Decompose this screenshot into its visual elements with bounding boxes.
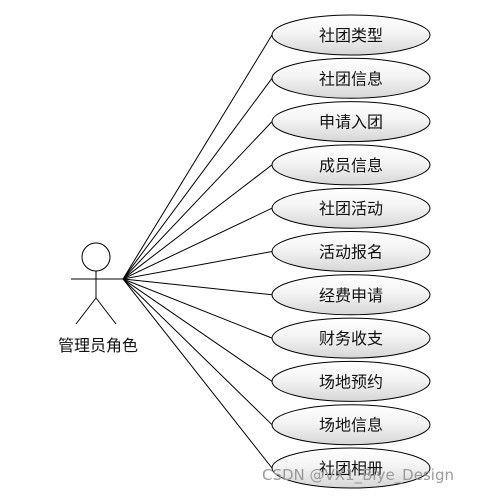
use-case-ellipse [271, 231, 431, 272]
use-case-label: 场地预约 [319, 372, 383, 391]
use-case-label: 社团信息 [319, 69, 383, 88]
use-case: 成员信息 [271, 144, 431, 186]
use-case: 社团活动 [271, 187, 431, 229]
use-case-label: 社团活动 [319, 199, 383, 218]
use-case-label: 经费申请 [319, 286, 383, 305]
use-case: 社团类型 [271, 14, 431, 56]
actor-label: 管理员角色 [58, 336, 138, 355]
use-case-label: 财务收支 [319, 329, 383, 348]
use-case-ellipse [271, 447, 431, 489]
association-line [122, 78, 273, 280]
association-lines [122, 34, 273, 469]
association-line [122, 278, 273, 469]
association-line [122, 251, 273, 280]
use-case-label: 成员信息 [319, 156, 383, 175]
use-case-ellipse [271, 187, 431, 229]
use-case-label: 场地信息 [319, 416, 383, 435]
actor-left-leg [75, 297, 97, 325]
use-case-label: 社团相册 [319, 459, 383, 478]
use-case: 财务收支 [271, 317, 431, 359]
use-case: 社团相册 [271, 447, 431, 489]
association-line [122, 164, 273, 280]
use-case: 经费申请 [271, 274, 431, 316]
association-line [122, 34, 273, 280]
association-line [122, 278, 273, 339]
association-line [122, 278, 273, 382]
association-line [122, 278, 273, 296]
use-case: 场地预约 [271, 360, 431, 402]
use-case: 社团信息 [271, 57, 431, 99]
association-line [122, 121, 273, 280]
use-case-ellipse [271, 274, 431, 316]
use-case-ellipse [271, 101, 431, 143]
use-case-label: 申请入团 [319, 113, 383, 132]
actor-figure [71, 242, 123, 325]
use-case-ellipse [271, 57, 431, 99]
actor-head [81, 242, 111, 272]
use-case-ellipse [271, 404, 431, 446]
use-case-label: 活动报名 [319, 243, 383, 262]
watermark: CSDN @VX1_Biye_Design [262, 466, 454, 484]
association-line [122, 207, 273, 280]
use-case-ellipse [271, 317, 431, 359]
use-case-ellipse [271, 144, 431, 186]
use-case-ellipse [271, 14, 431, 56]
use-case-ellipse [271, 360, 431, 402]
use-case: 活动报名 [271, 231, 431, 272]
use-case-group: 社团类型社团信息申请入团成员信息社团活动活动报名经费申请财务收支场地预约场地信息… [271, 14, 431, 489]
use-case-label: 社团类型 [319, 26, 383, 45]
use-case: 申请入团 [271, 101, 431, 143]
association-line [122, 278, 273, 426]
use-case: 场地信息 [271, 404, 431, 446]
actor-right-leg [95, 297, 117, 325]
